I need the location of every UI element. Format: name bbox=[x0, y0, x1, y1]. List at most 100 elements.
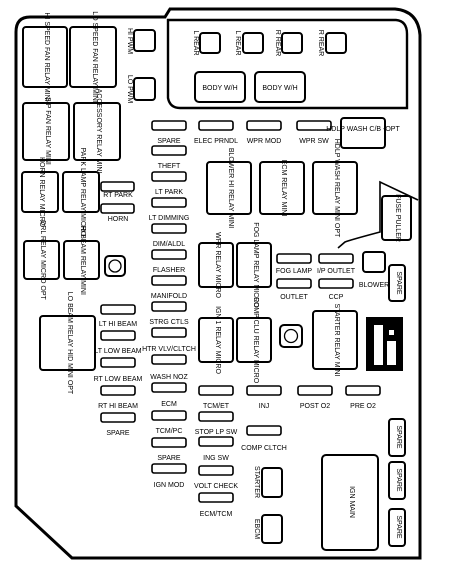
wpr-relay-label: WPR RELAY MICRO bbox=[214, 232, 221, 298]
hdlp-wash-relay-label: HDLP WASH RELAY MINI OPT bbox=[333, 139, 340, 238]
lt-hi-beam-fuse bbox=[100, 304, 136, 315]
lo-beam-relay bbox=[39, 315, 96, 371]
rt-low-beam-fuse bbox=[100, 357, 136, 368]
divider-line bbox=[337, 180, 419, 249]
outlet-label: OUTLET bbox=[280, 294, 308, 301]
spare-r3-slot bbox=[388, 461, 406, 500]
horn-fuse-label: HORN bbox=[108, 216, 129, 223]
rt-park-label: RT PARK bbox=[103, 192, 133, 199]
hdlp-wash-cb bbox=[340, 117, 386, 149]
lt-hi-beam-label: LT HI BEAM bbox=[99, 321, 137, 328]
hi-pwm-slot bbox=[133, 29, 156, 52]
ecm-relay-label: ECM RELAY MINI bbox=[280, 160, 287, 217]
ign1-relay bbox=[198, 317, 234, 363]
stop-lp-sw-label: STOP LP SW bbox=[195, 429, 238, 436]
spare-r4-label: SPARE bbox=[395, 515, 402, 539]
ign-main-breaker bbox=[321, 454, 379, 551]
pre-o2-label: PRE O2 bbox=[350, 403, 376, 410]
fog-lamp-relay bbox=[236, 242, 272, 288]
fog-lamp-label: FOG LAMP bbox=[276, 268, 313, 275]
body-wh-breaker-1 bbox=[194, 71, 246, 103]
accessory-relay bbox=[73, 102, 121, 161]
l-rear-label-2: L REAR bbox=[234, 30, 241, 55]
stop-lp-sw-fuse bbox=[198, 411, 234, 422]
r-rear-label-1: R REAR bbox=[274, 30, 281, 56]
tcm-et-label: TCM/ET bbox=[203, 403, 230, 410]
strg-ctls-fuse bbox=[151, 301, 187, 312]
starter-relay bbox=[312, 310, 358, 370]
screw-post-center bbox=[279, 324, 303, 348]
htr-vlv-fuse bbox=[151, 327, 187, 338]
horn-fuse bbox=[100, 203, 135, 214]
post-o2-label: POST O2 bbox=[300, 403, 330, 410]
lo-speed-fan-relay bbox=[69, 26, 117, 88]
ign-mod-label: IGN MOD bbox=[154, 482, 185, 489]
ccp-label: CCP bbox=[329, 294, 344, 301]
comp-clutch-label: COMP CLTCH bbox=[241, 445, 287, 452]
r-rear-label-2: R REAR bbox=[317, 30, 324, 56]
blower-fuse bbox=[362, 251, 386, 273]
tcm-pc-label: TCM/PC bbox=[156, 428, 183, 435]
ing-sw-label: ING SW bbox=[203, 455, 229, 462]
wpr-relay bbox=[198, 242, 234, 288]
fuse-block-outline bbox=[14, 7, 422, 560]
inj-fuse bbox=[246, 385, 282, 396]
ecm-tcm-label: ECM/TCM bbox=[200, 511, 233, 518]
post-o2-fuse bbox=[297, 385, 333, 396]
l-rear-slot-2 bbox=[242, 32, 264, 54]
park-lamp-relay-label: PARK LAMP RELAY MICRO bbox=[79, 148, 86, 238]
starter-relay-label: STARTER RELAY MINI bbox=[333, 304, 340, 377]
rt-hi-beam-fuse bbox=[100, 385, 136, 396]
spare-r3-label: SPARE bbox=[395, 468, 402, 492]
outlet-fuse bbox=[276, 278, 312, 289]
body-wh-breaker-2 bbox=[254, 71, 306, 103]
comp-clutch-fuse bbox=[246, 425, 282, 436]
ccp-fuse bbox=[318, 278, 354, 289]
comp-clutch-relay-label: COMP CLU RELAY MICRO bbox=[252, 297, 259, 384]
hi-beam-relay bbox=[63, 240, 100, 280]
wpr-sw-label: WPR SW bbox=[299, 138, 329, 145]
flasher-fuse bbox=[151, 249, 187, 260]
body-wh-label-1: BODY W/H bbox=[202, 85, 237, 92]
fog-lamp-fuse bbox=[276, 253, 312, 264]
elec-prndl-label: ELEC PRNDL bbox=[194, 138, 238, 145]
r-rear-slot-1 bbox=[281, 32, 303, 54]
sp-fan-relay-label: S/P FAN RELAY MINI bbox=[44, 97, 51, 165]
theft-label: THEFT bbox=[158, 163, 181, 170]
l-rear-label-1: L REAR bbox=[192, 30, 199, 55]
dim-aldl-label: DIM/ALDL bbox=[153, 241, 185, 248]
accessory-relay-label: ACCESSORY RELAY MINI bbox=[95, 89, 102, 174]
spare-top-fuse bbox=[151, 120, 187, 131]
lt-low-beam-label: LT LOW BEAM bbox=[94, 348, 141, 355]
ebcm-fuse-label: EBCM bbox=[253, 519, 260, 539]
ip-outlet-label: I/P OUTLET bbox=[317, 268, 356, 275]
horn-relay-label: HORN RELAY MICRO bbox=[38, 157, 45, 228]
blower-label: BLOWER bbox=[359, 282, 389, 289]
l-rear-slot-1 bbox=[199, 32, 221, 54]
r-rear-slot-2 bbox=[325, 32, 347, 54]
screw-post-left bbox=[104, 255, 126, 277]
connector-symbol bbox=[366, 317, 403, 371]
inj-label: INJ bbox=[259, 403, 270, 410]
strg-ctls-label: STRG CTLS bbox=[149, 319, 189, 326]
ecm-fuse bbox=[151, 382, 187, 393]
spare-left-label: SPARE bbox=[106, 430, 130, 437]
lt-dimming-label: LT DIMMING bbox=[149, 215, 190, 222]
comp-clutch-relay bbox=[236, 317, 272, 363]
ecm-label: ECM bbox=[161, 401, 177, 408]
tcm-pc-fuse bbox=[151, 410, 187, 421]
fuse-puller bbox=[381, 195, 412, 241]
spare-r4-slot bbox=[388, 508, 406, 547]
lo-pwm-slot bbox=[133, 77, 156, 101]
screw-post-left-ring bbox=[108, 259, 122, 273]
lo-speed-fan-relay-label: LO SPEED FAN RELAY MINI bbox=[91, 11, 98, 103]
spare-r1-slot bbox=[388, 264, 406, 302]
lt-dimming-fuse bbox=[151, 197, 187, 208]
hi-speed-fan-relay-label: HI SPEED FAN RELAY MINI bbox=[43, 12, 50, 101]
volt-check-fuse bbox=[198, 465, 234, 476]
ip-outlet-fuse bbox=[318, 253, 354, 264]
wash-noz-label: WASH NOZ bbox=[150, 374, 188, 381]
fog-lamp-relay-label: FOG LAMP RELAY MICRO bbox=[252, 222, 259, 308]
